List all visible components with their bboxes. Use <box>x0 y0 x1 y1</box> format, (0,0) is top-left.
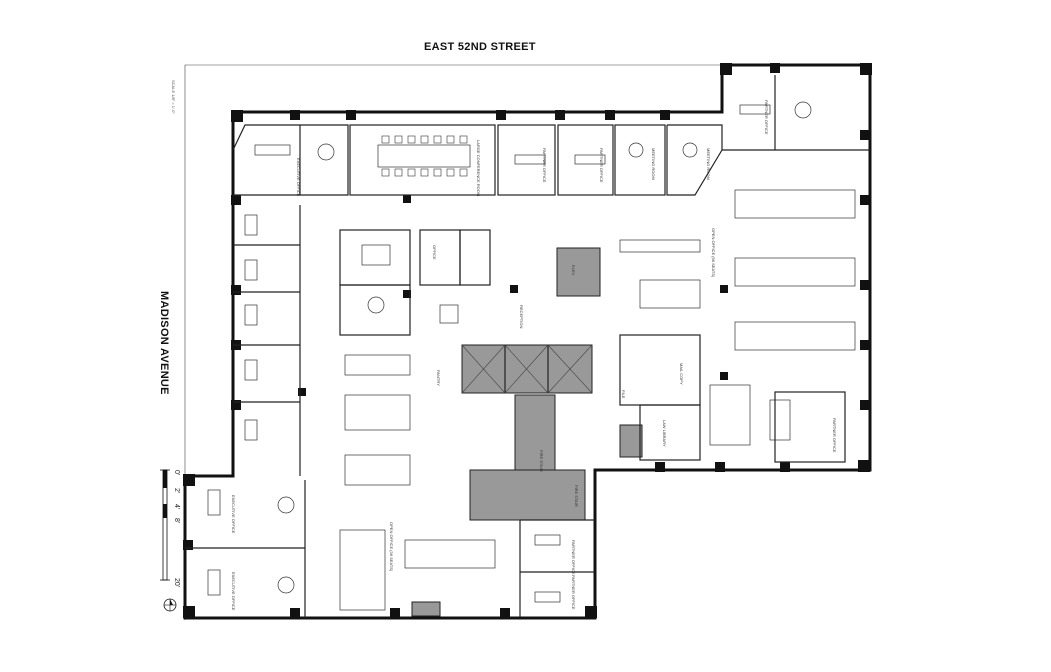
structural-columns <box>183 63 872 618</box>
south-offices <box>185 354 595 618</box>
west-offices <box>233 205 301 476</box>
label-reception: RECEPTION <box>519 305 524 328</box>
exterior-wall <box>183 63 872 620</box>
label-fire-stair-2: FIRE STAIR <box>574 485 579 507</box>
elevator-core <box>411 247 643 617</box>
label-partner-office-b: PARTNER OFFICE <box>599 148 604 183</box>
north-arrow-icon <box>163 598 177 612</box>
label-executive-office-3: EXECUTIVE OFFICE <box>231 572 236 611</box>
label-mail-copy: MAIL COPY <box>679 363 684 385</box>
label-partner-office-sw1: PARTNER OFFICE <box>571 540 576 575</box>
label-fire-stair-1: FIRE STAIR <box>539 450 544 472</box>
label-partner-office-east: PARTNER OFFICE <box>832 418 837 453</box>
label-file-room: FILE <box>621 390 626 399</box>
label-partner-office-c: PARTNER OFFICE <box>764 100 769 135</box>
label-partner-office-sw2: PARTNER OFFICE <box>571 575 576 610</box>
label-elevator: ELEV. <box>571 265 576 276</box>
label-pantry: PANTRY <box>436 370 441 386</box>
label-executive-office-2: EXECUTIVE OFFICE <box>231 495 236 534</box>
conference-chairs <box>381 135 468 177</box>
central-rooms <box>339 229 491 336</box>
label-meeting-room-2: MEETING ROOM <box>706 148 711 180</box>
label-law-library: LAW LIBRARY <box>662 420 667 447</box>
label-open-office-south: OPEN OFFICE (36 SEATS) <box>389 522 394 572</box>
label-large-conference: LARGE CONFERENCE ROOM <box>476 140 481 196</box>
label-office: OFFICE <box>432 245 437 260</box>
label-partner-office-a: PARTNER OFFICE <box>542 148 547 183</box>
property-line <box>184 64 722 620</box>
scale-bar <box>160 469 170 581</box>
east-open-office-desks <box>619 189 856 463</box>
label-executive-office-1: EXECUTIVE OFFICE <box>296 158 301 197</box>
label-open-office-east: OPEN OFFICE (96 SEATS) <box>711 228 716 278</box>
north-offices <box>232 75 870 196</box>
room-labels: EXECUTIVE OFFICE LARGE CONFERENCE ROOM P… <box>231 100 837 611</box>
label-meeting-room: MEETING ROOM <box>651 148 656 180</box>
street-label-north: EAST 52ND STREET <box>424 41 536 53</box>
